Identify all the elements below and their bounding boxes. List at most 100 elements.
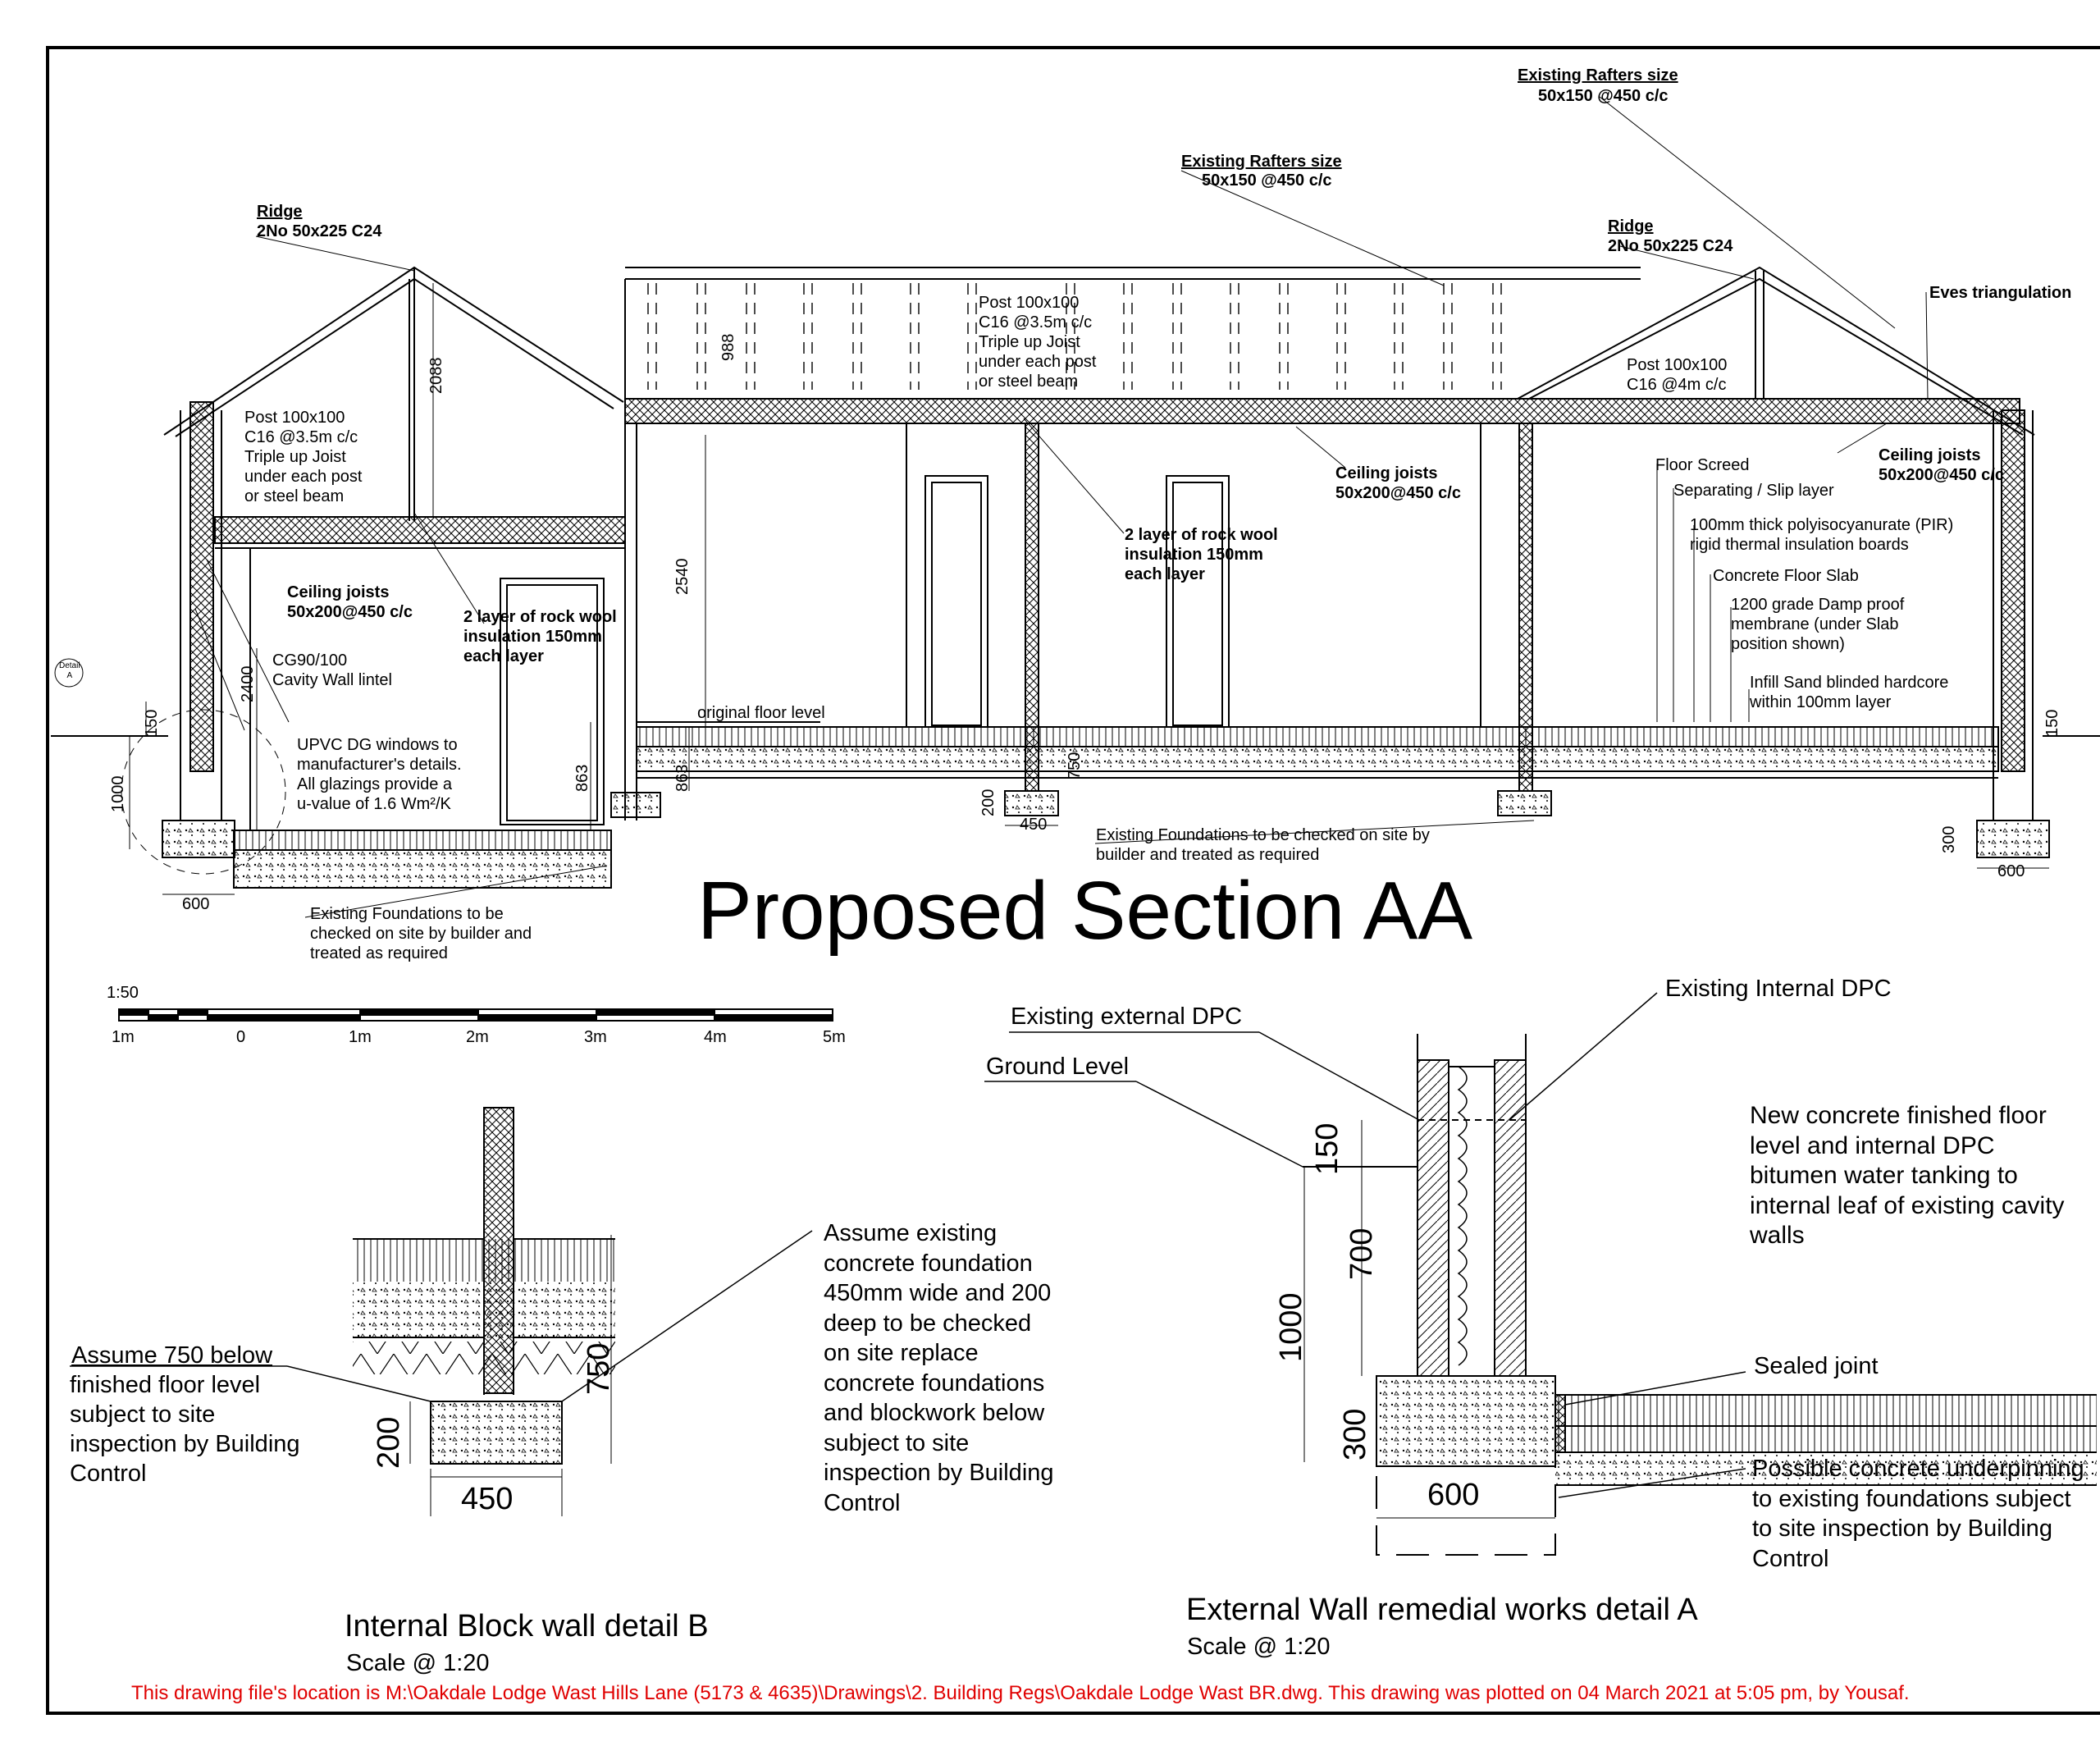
- detail-b-note-right: Assume existing concrete foundation 450m…: [824, 1220, 1054, 1516]
- section-title: Proposed Section AA: [697, 865, 1473, 957]
- right-foundation: [1976, 820, 2050, 858]
- detail-a-dim-150: 150: [1310, 1122, 1344, 1175]
- dim-600-left: 600: [182, 895, 210, 913]
- left-ceiling-insulation: [214, 516, 626, 544]
- right-wall: [2001, 409, 2025, 772]
- left-door: [500, 578, 605, 825]
- post-right-note: Post 100x100 C16 @4m c/c: [1627, 356, 1728, 394]
- post-right: [1518, 423, 1533, 792]
- detail-a-inner-leaf: [1494, 1059, 1527, 1377]
- detail-a-ground-level: Ground Level: [986, 1054, 1130, 1080]
- dim-150-right: 150: [2043, 709, 2061, 737]
- lintel-note: CG90/100 Cavity Wall lintel: [272, 651, 392, 689]
- door-mid-2: [1166, 475, 1230, 728]
- ridge-right-title: Ridge: [1608, 217, 1654, 235]
- detail-b-title: Internal Block wall detail B: [345, 1609, 709, 1643]
- scale-label-4: 2m: [466, 1028, 489, 1046]
- scale-label-6: 4m: [704, 1028, 727, 1046]
- post-left-note: Post 100x100 C16 @3.5m c/c Triple up Joi…: [244, 409, 363, 505]
- detail-b-note-left: finished floor level subject to site ins…: [70, 1372, 300, 1487]
- detail-b-footing: [430, 1401, 563, 1465]
- pir-label: 100mm thick polyisocyanurate (PIR) rigid…: [1690, 516, 1954, 554]
- detail-b-dim-450: 450: [461, 1482, 514, 1516]
- detail-b-assume-below: Assume 750 below: [71, 1342, 273, 1369]
- scale-ratio: 1:50: [107, 984, 139, 1002]
- rockwool-left: 2 layer of rock wool insulation 150mm ea…: [463, 608, 617, 665]
- detail-a-outer-leaf: [1417, 1059, 1449, 1377]
- main-ceiling-insulation: [624, 398, 2020, 424]
- foundation-mid-note: Existing Foundations to be checked on si…: [1096, 826, 1430, 864]
- detail-a-marker: [54, 658, 84, 688]
- original-floor-level: original floor level: [697, 704, 825, 722]
- dim-200: 200: [979, 789, 998, 816]
- dim-150-left: 150: [143, 709, 161, 737]
- dim-863-b: 863: [673, 764, 692, 792]
- scale-bar: [118, 1008, 833, 1022]
- ridge-left-size: 2No 50x225 C24: [257, 222, 382, 240]
- scale-label-5: 3m: [584, 1028, 607, 1046]
- detail-a-cavity-insulation: [1457, 1066, 1468, 1366]
- detail-a-dim-600: 600: [1427, 1478, 1480, 1512]
- main-floor-screed: [636, 726, 1999, 747]
- detail-b: [70, 1107, 813, 1516]
- detail-b-dim-750: 750: [582, 1342, 616, 1395]
- hardcore-label: Infill Sand blinded hardcore within 100m…: [1750, 674, 1949, 711]
- detail-a-scale: Scale @ 1:20: [1187, 1634, 1331, 1660]
- door-mid-1: [924, 475, 988, 728]
- rafters-top-title: Existing Rafters size: [1518, 66, 1678, 85]
- detail-b-scale: Scale @ 1:20: [346, 1650, 490, 1676]
- main-floor-slab: [636, 746, 1999, 772]
- detail-a-tag: Detail A: [59, 661, 80, 680]
- foundation-left-inner: [610, 792, 661, 818]
- dim-600-right: 600: [1997, 862, 2025, 880]
- detail-b-dim-200: 200: [372, 1416, 406, 1469]
- file-location-note: This drawing file's location is M:\Oakda…: [131, 1682, 1910, 1704]
- detail-a-external-dpc: Existing external DPC: [1011, 1003, 1243, 1030]
- ceiling-joists-left: Ceiling joists 50x200@450 c/c: [287, 583, 413, 621]
- windows-note: UPVC DG windows to manufacturer's detail…: [297, 736, 462, 813]
- floor-screed-label: Floor Screed: [1655, 456, 1750, 474]
- ridge-right-size: 2No 50x225 C24: [1608, 237, 1733, 255]
- detail-a-underpinning: Possible concrete underpinning to existi…: [1752, 1456, 2084, 1572]
- ceiling-joists-right: Ceiling joists 50x200@450 c/c: [1879, 446, 2004, 484]
- rafters-mid-title: Existing Rafters size: [1181, 153, 1342, 171]
- right-roof: [1517, 266, 2035, 436]
- left-foundation: [162, 820, 235, 858]
- dpm-label: 1200 grade Damp proof membrane (under Sl…: [1731, 596, 1905, 653]
- eves-triangulation: Eves triangulation: [1929, 284, 2072, 302]
- post-mid-note: Post 100x100 C16 @3.5m c/c Triple up Joi…: [979, 294, 1097, 391]
- dim-2088: 2088: [427, 357, 445, 395]
- foundation-left-note: Existing Foundations to be checked on si…: [310, 905, 532, 962]
- scale-label-3: 1m: [349, 1028, 372, 1046]
- post-mid: [1025, 423, 1039, 792]
- dim-988: 988: [719, 333, 737, 361]
- left-floor: [233, 830, 612, 851]
- ceiling-joists-mid: Ceiling joists 50x200@450 c/c: [1335, 464, 1461, 502]
- dim-2540: 2540: [673, 558, 692, 596]
- sheet-border: [46, 46, 2100, 1715]
- left-wall: [189, 401, 214, 772]
- detail-a-new-floor: New concrete finished floor level and in…: [1750, 1102, 2065, 1249]
- detail-a-internal-dpc: Existing Internal DPC: [1665, 976, 1892, 1002]
- dim-1000: 1000: [109, 775, 127, 813]
- scale-label-1: 1m: [112, 1028, 135, 1046]
- foundation-mid: [1004, 790, 1059, 816]
- rockwool-mid: 2 layer of rock wool insulation 150mm ea…: [1125, 526, 1278, 583]
- detail-a-dim-700: 700: [1344, 1227, 1379, 1280]
- foundation-right: [1497, 790, 1552, 816]
- detail-a-title: External Wall remedial works detail A: [1186, 1593, 1698, 1627]
- rafters-top-size: 50x150 @450 c/c: [1538, 87, 1669, 105]
- detail-a-dim-1000: 1000: [1274, 1292, 1308, 1362]
- sealed-joint-mark: [1554, 1394, 1566, 1453]
- detail-a-sealed-joint: Sealed joint: [1754, 1353, 1879, 1379]
- dim-300-right: 300: [1940, 825, 1958, 853]
- dim-863-a: 863: [573, 764, 591, 792]
- dim-2400: 2400: [239, 665, 257, 703]
- dim-750: 750: [1066, 752, 1084, 779]
- detail-a: [984, 992, 2097, 1556]
- ridge-left-title: Ridge: [257, 203, 303, 221]
- slab-label: Concrete Floor Slab: [1713, 567, 1859, 585]
- detail-a-footing: [1376, 1375, 1556, 1467]
- dim-450: 450: [1020, 816, 1048, 834]
